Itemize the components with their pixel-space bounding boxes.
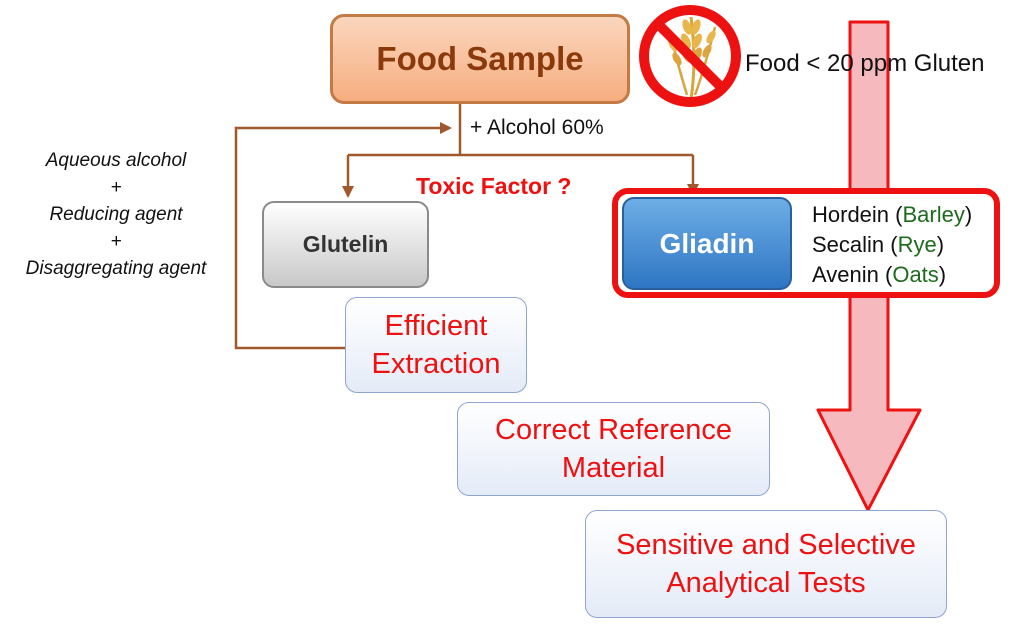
- reagent-line: Reducing agent: [49, 204, 183, 225]
- reagent-line: Disaggregating agent: [25, 258, 207, 279]
- toxic-factor-label: Toxic Factor ?: [416, 173, 572, 199]
- food-sample-node: Food Sample: [330, 14, 630, 104]
- requirement-line: Analytical Tests: [666, 567, 866, 599]
- alcohol-label: + Alcohol 60%: [470, 116, 604, 139]
- prolamin-source: Barley: [902, 202, 965, 227]
- no-gluten-icon: [639, 5, 741, 107]
- requirement-line: Efficient: [384, 310, 488, 342]
- gliadin-node: Gliadin: [622, 197, 792, 290]
- prohibition-circle: [639, 5, 741, 107]
- reagent-line: Aqueous alcohol: [45, 150, 187, 171]
- prolamin-name: Secalin: [812, 232, 885, 257]
- prolamin-item: Hordein (Barley): [812, 202, 973, 227]
- prolamin-source: Oats: [892, 262, 939, 287]
- requirement-line: Material: [561, 452, 666, 484]
- reagent-line: +: [110, 177, 122, 198]
- prolamin-name: Avenin: [812, 262, 879, 287]
- requirement-line: Correct Reference: [495, 414, 732, 446]
- prolamin-list: Hordein (Barley) Secalin (Rye) Avenin (O…: [812, 200, 972, 290]
- reagent-line: +: [110, 231, 122, 252]
- gluten-threshold-label: Food < 20 ppm Gluten: [745, 50, 985, 77]
- arrow-feedback-loop: [234, 122, 452, 350]
- requirement-line: Extraction: [371, 348, 501, 380]
- requirement-line: Sensitive and Selective: [616, 529, 916, 561]
- glutelin-node: Glutelin: [262, 201, 429, 288]
- prohibition-slash: [654, 20, 726, 92]
- extraction-reagents: Aqueous alcohol + Reducing agent + Disag…: [0, 147, 232, 282]
- prolamin-item: Avenin (Oats): [812, 262, 947, 287]
- prolamin-name: Hordein: [812, 202, 890, 227]
- requirement-analytical-tests: Sensitive and Selective Analytical Tests: [585, 510, 947, 618]
- requirement-efficient-extraction: Efficient Extraction: [345, 297, 527, 393]
- prolamin-source: Rye: [897, 232, 937, 257]
- requirement-reference-material: Correct Reference Material: [457, 402, 770, 496]
- prolamin-item: Secalin (Rye): [812, 232, 945, 257]
